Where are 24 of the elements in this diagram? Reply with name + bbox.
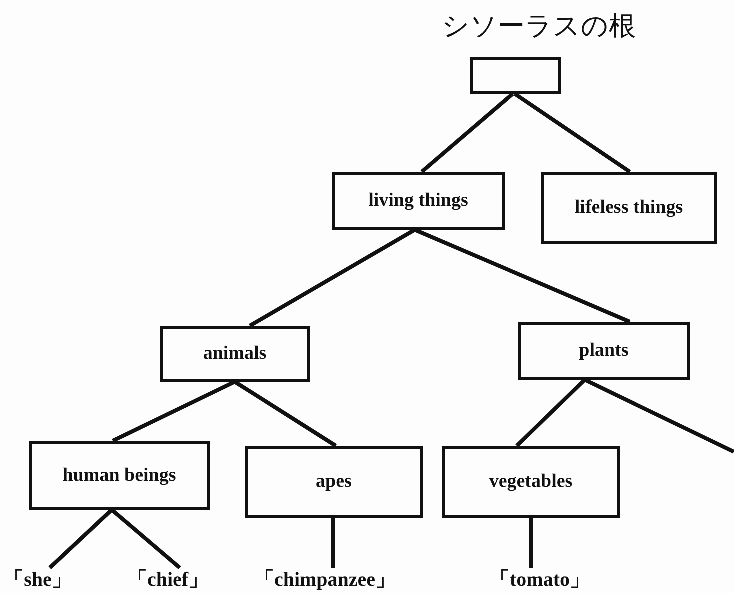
tree-line — [584, 378, 734, 454]
tree-line — [110, 508, 182, 570]
tree-line — [48, 508, 114, 570]
category-box: lifeless things — [541, 172, 717, 244]
category-box: living things — [332, 172, 505, 230]
tree-line — [234, 380, 338, 448]
term-label: 「she」 — [4, 566, 72, 593]
tree-line — [420, 92, 514, 174]
term-label: 「tomato」 — [490, 566, 590, 593]
tree-line — [112, 380, 236, 443]
tree-line — [514, 92, 632, 174]
category-box: plants — [518, 322, 690, 380]
tree-line — [516, 378, 586, 448]
tree-line — [414, 228, 631, 324]
category-box: vegetables — [442, 446, 620, 518]
term-label: 「chimpanzee」 — [250, 566, 400, 593]
term-label: 「chief」 — [126, 566, 210, 593]
tree-line — [529, 518, 533, 568]
category-box: apes — [245, 446, 423, 518]
tree-line — [249, 228, 416, 328]
root-heading: シソーラスの根 — [441, 10, 637, 44]
category-box: animals — [160, 326, 310, 382]
tree-line — [331, 518, 335, 568]
category-box: human beings — [29, 441, 210, 510]
